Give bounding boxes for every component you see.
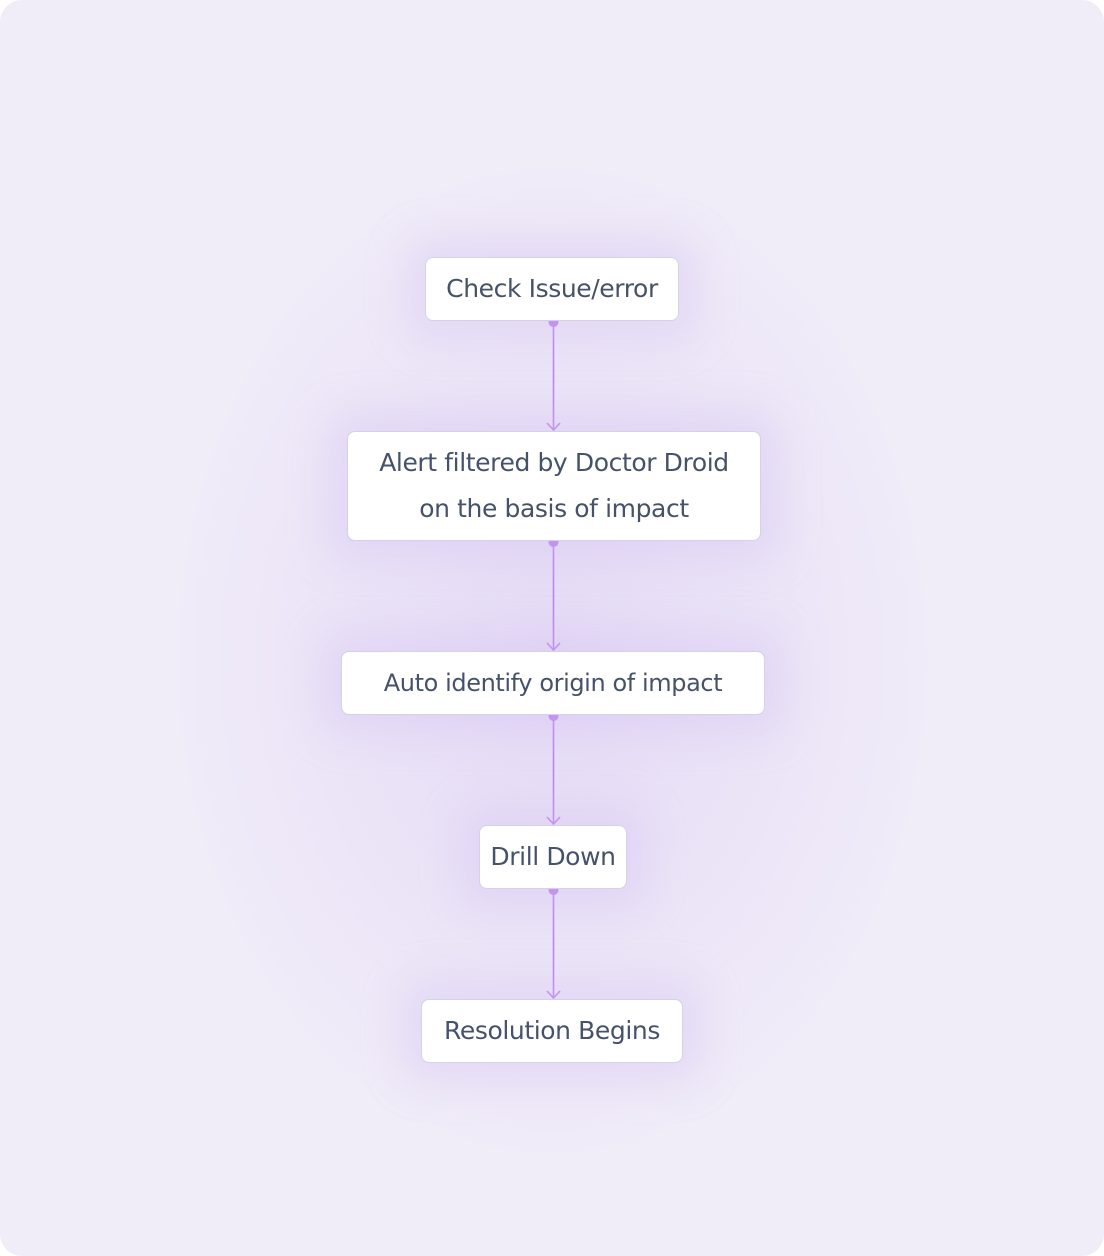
node-label: Auto identify origin of impact: [383, 669, 723, 697]
arrowhead-icon: [546, 816, 561, 826]
node-drill-down[interactable]: Drill Down: [479, 825, 627, 889]
arrowhead-icon: [546, 642, 561, 652]
arrowhead-icon: [546, 422, 561, 432]
node-auto-identify-origin[interactable]: Auto identify origin of impact: [341, 651, 765, 715]
node-label-line-1: Alert filtered by Doctor Droid: [379, 448, 729, 477]
edge-n1-n2: [546, 317, 561, 432]
node-check-issue[interactable]: Check Issue/error: [425, 257, 679, 321]
node-resolution-begins[interactable]: Resolution Begins: [421, 999, 683, 1063]
node-label: Resolution Begins: [444, 1016, 660, 1045]
node-label: Check Issue/error: [446, 274, 658, 303]
node-label: Drill Down: [490, 842, 616, 871]
edge-n4-n5: [546, 885, 561, 1000]
node-alert-filtered[interactable]: Alert filtered by Doctor Droid on the ba…: [347, 431, 761, 541]
edge-n2-n3: [546, 537, 561, 652]
edge-n3-n4: [546, 711, 561, 826]
arrowhead-icon: [546, 990, 561, 1000]
node-label-line-2: on the basis of impact: [419, 494, 689, 523]
